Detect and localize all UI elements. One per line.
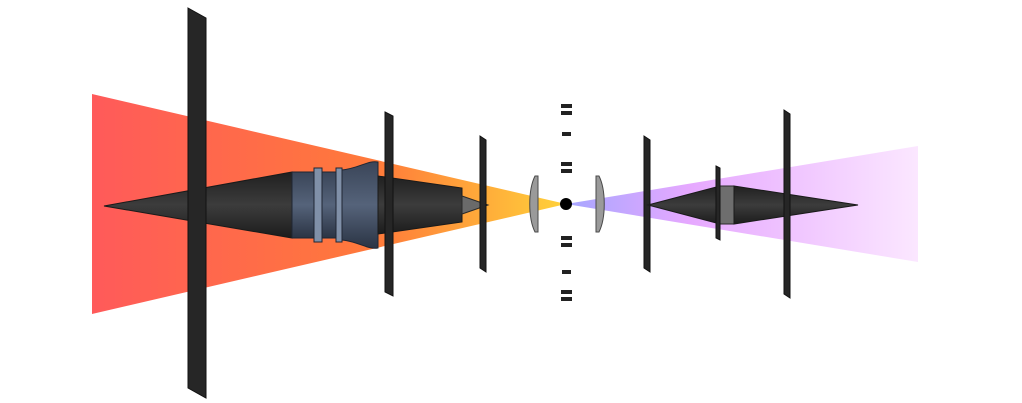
center-marker-column bbox=[561, 104, 572, 301]
plate-left-3 bbox=[479, 135, 487, 273]
focal-point bbox=[560, 198, 572, 210]
right-needle-tail bbox=[733, 185, 859, 225]
instrument-tip bbox=[461, 195, 490, 215]
instrument-cone bbox=[377, 175, 463, 235]
marker-dash bbox=[561, 162, 572, 166]
marker-dash bbox=[561, 169, 572, 173]
marker-dash bbox=[561, 104, 572, 108]
lens-right bbox=[595, 175, 605, 233]
marker-dash bbox=[561, 111, 572, 115]
marker-dash bbox=[562, 132, 571, 136]
instrument-ring bbox=[335, 167, 343, 243]
plate-left-2 bbox=[384, 111, 394, 297]
marker-dash bbox=[562, 270, 571, 274]
instrument-ring bbox=[313, 167, 323, 243]
marker-dash bbox=[561, 243, 572, 247]
instrument-segment bbox=[291, 171, 315, 239]
lens-left bbox=[529, 175, 539, 233]
marker-dash bbox=[561, 290, 572, 294]
plate-large-left bbox=[187, 7, 207, 399]
plate-right-2 bbox=[783, 109, 791, 299]
marker-dash bbox=[561, 236, 572, 240]
plate-right-thin bbox=[715, 165, 721, 241]
instrument-segment bbox=[321, 171, 337, 239]
marker-dash bbox=[561, 297, 572, 301]
plate-right-1 bbox=[643, 135, 651, 273]
left-instrument bbox=[291, 161, 490, 249]
right-instrument-ring bbox=[719, 185, 735, 225]
instrument-bulb bbox=[341, 161, 379, 249]
